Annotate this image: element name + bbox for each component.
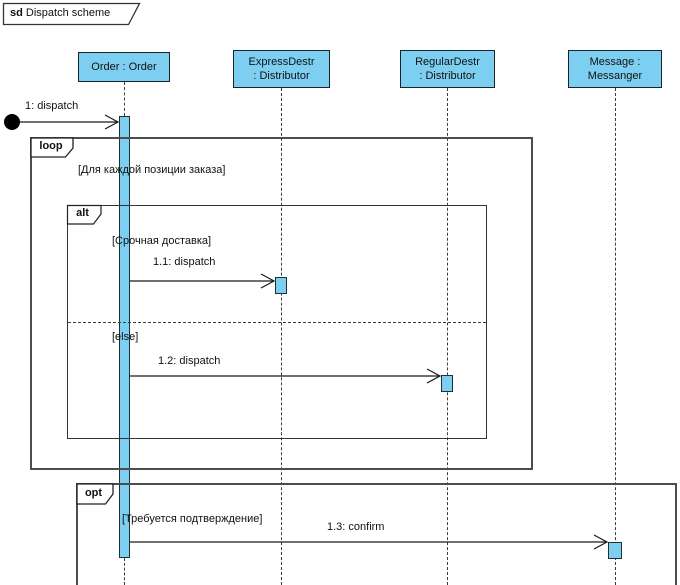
activation-regulardestr[interactable] — [441, 375, 453, 392]
lifeline-head-regulardestr-label2: : Distributor — [419, 70, 476, 82]
opt-operator-pentagon[interactable] — [76, 483, 114, 505]
fragment-opt[interactable] — [76, 483, 677, 585]
frame-title-pentagon — [2, 2, 141, 26]
alt-operator-pentagon[interactable] — [66, 204, 102, 225]
fragment-loop[interactable] — [30, 137, 533, 470]
loop-operator-pentagon[interactable] — [30, 137, 74, 158]
message-1-2-dispatch-arrow[interactable] — [130, 368, 442, 384]
alt-guard-else: [else] — [112, 331, 139, 343]
alt-operand-separator — [68, 322, 486, 323]
lifeline-head-expressdestr[interactable]: ExpressDestr : Distributor — [233, 50, 330, 88]
loop-guard: [Для каждой позиции заказа] — [78, 164, 226, 176]
frame-title: sd Dispatch scheme — [10, 6, 110, 21]
loop-operator-label: loop — [39, 140, 63, 152]
lifeline-head-message-label2: Messanger — [587, 70, 643, 82]
lifeline-order-bottom — [124, 558, 125, 585]
message-1-3-confirm-arrow[interactable] — [130, 534, 609, 550]
initial-node[interactable] — [4, 114, 20, 130]
lifeline-head-regulardestr-label: RegularDestr — [415, 56, 480, 68]
alt-guard-urgent: [Срочная доставка] — [112, 235, 212, 247]
alt-operator-label: alt — [76, 207, 89, 219]
lifeline-head-expressdestr-label: ExpressDestr — [248, 56, 315, 68]
lifeline-head-message[interactable]: Message : Messanger — [568, 50, 662, 88]
opt-operator-label: opt — [84, 487, 103, 499]
message-1-label[interactable]: 1: dispatch — [25, 100, 79, 112]
frame-keyword: sd — [10, 7, 23, 19]
opt-guard: [Требуется подтверждение] — [122, 513, 263, 525]
lifeline-order-top — [124, 82, 125, 116]
lifeline-message — [615, 88, 616, 585]
lifeline-head-order[interactable]: Order : Order — [78, 52, 170, 82]
activation-order[interactable] — [119, 116, 130, 558]
lifeline-expressdestr — [281, 88, 282, 585]
message-1-2-label[interactable]: 1.2: dispatch — [158, 355, 221, 367]
lifeline-head-expressdestr-label2: : Distributor — [253, 70, 310, 82]
lifeline-head-regulardestr[interactable]: RegularDestr : Distributor — [400, 50, 495, 88]
frame-title-text: Dispatch scheme — [25, 7, 111, 19]
activation-message[interactable] — [608, 542, 622, 559]
activation-expressdestr[interactable] — [275, 277, 287, 294]
fragment-alt[interactable] — [67, 205, 487, 439]
lifeline-head-order-label: Order : Order — [91, 61, 157, 73]
lifeline-head-message-label: Message : — [589, 56, 641, 68]
message-1-1-label[interactable]: 1.1: dispatch — [153, 256, 216, 268]
lifeline-regulardestr — [447, 88, 448, 585]
message-1-dispatch-arrow[interactable] — [20, 114, 120, 130]
message-1-3-label[interactable]: 1.3: confirm — [327, 521, 385, 533]
message-1-1-dispatch-arrow[interactable] — [130, 273, 276, 289]
